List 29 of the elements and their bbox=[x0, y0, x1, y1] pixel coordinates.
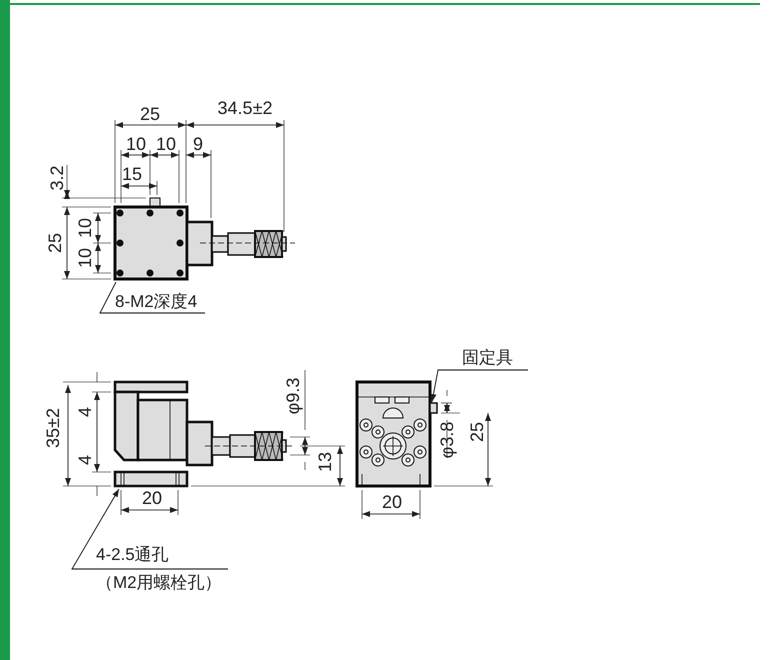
dimension-label: 10 bbox=[156, 134, 176, 154]
stage-top-view-drawing bbox=[62, 120, 296, 280]
callout-text: 4-2.5通孔 bbox=[96, 545, 170, 565]
leader-line bbox=[430, 370, 528, 402]
dimension-label: 35±2 bbox=[43, 408, 63, 448]
dimension-label: 25 bbox=[467, 422, 487, 442]
leader-line bbox=[71, 488, 228, 570]
stage-end-view-drawing bbox=[356, 380, 494, 520]
dimension-label: 20 bbox=[142, 488, 162, 508]
dimension-label: 25 bbox=[140, 104, 160, 124]
dimension-label: 4 bbox=[75, 407, 95, 417]
dimension-label: 13 bbox=[315, 452, 335, 472]
dimension-label: 4 bbox=[75, 455, 95, 465]
dimension-label: 25 bbox=[45, 232, 65, 254]
stage-side-view-drawing bbox=[62, 370, 346, 516]
dimension-label: 34.5±2 bbox=[218, 98, 272, 118]
callout-text: （M2用螺栓孔） bbox=[96, 573, 222, 593]
callout-text: 8-M2深度4 bbox=[115, 292, 198, 312]
dimension-label: 10 bbox=[75, 218, 95, 238]
dimension-label: 3.2 bbox=[47, 165, 67, 191]
dimension-label: 20 bbox=[382, 492, 402, 512]
dimension-label: φ9.3 bbox=[283, 378, 303, 414]
dimension-label: 10 bbox=[126, 134, 146, 154]
dimension-label: φ3.8 bbox=[437, 422, 457, 458]
callout-text: 固定具 bbox=[462, 348, 513, 368]
leader-line bbox=[99, 282, 206, 314]
dimension-label: 10 bbox=[75, 248, 95, 268]
dimension-label: 9 bbox=[193, 134, 203, 154]
dimension-label: 15 bbox=[122, 164, 142, 184]
